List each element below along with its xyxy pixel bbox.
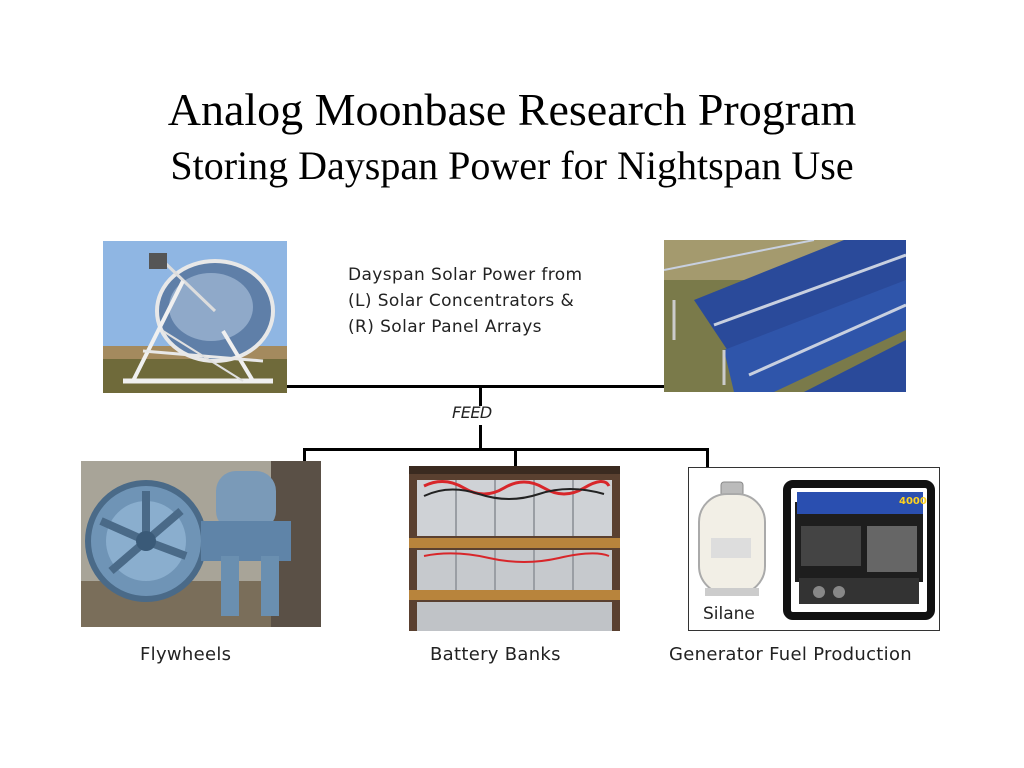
- generator-drop-line: [706, 448, 709, 468]
- flywheel-drop-line: [303, 448, 306, 462]
- solar-concentrator-photo: [103, 241, 287, 393]
- feed-lower-line: [479, 425, 482, 449]
- dayspan-solar-description: Dayspan Solar Power from (L) Solar Conce…: [348, 262, 583, 340]
- solar-panel-array-photo: [664, 240, 906, 392]
- battery-banks-photo: [409, 466, 620, 631]
- flywheels-photo: [81, 461, 321, 627]
- description-line: (L) Solar Concentrators &: [348, 291, 575, 311]
- generator-fuel-caption: Generator Fuel Production: [669, 644, 912, 665]
- flywheels-caption: Flywheels: [140, 644, 232, 665]
- silane-label: Silane: [703, 604, 755, 624]
- page-subtitle: Storing Dayspan Power for Nightspan Use: [170, 143, 854, 188]
- battery-drop-line: [514, 448, 517, 468]
- feed-label: FEED: [452, 403, 492, 422]
- page-title: Analog Moonbase Research Program: [167, 84, 857, 135]
- description-line: Dayspan Solar Power from: [348, 265, 583, 285]
- source-bus-line: [287, 385, 664, 388]
- description-line: (R) Solar Panel Arrays: [348, 317, 542, 337]
- feed-upper-line: [479, 386, 482, 406]
- battery-banks-caption: Battery Banks: [430, 644, 561, 665]
- generator-model-text: 4000: [899, 496, 927, 507]
- storage-bus-line: [303, 448, 709, 451]
- generator-fuel-photo: 4000: [688, 467, 940, 631]
